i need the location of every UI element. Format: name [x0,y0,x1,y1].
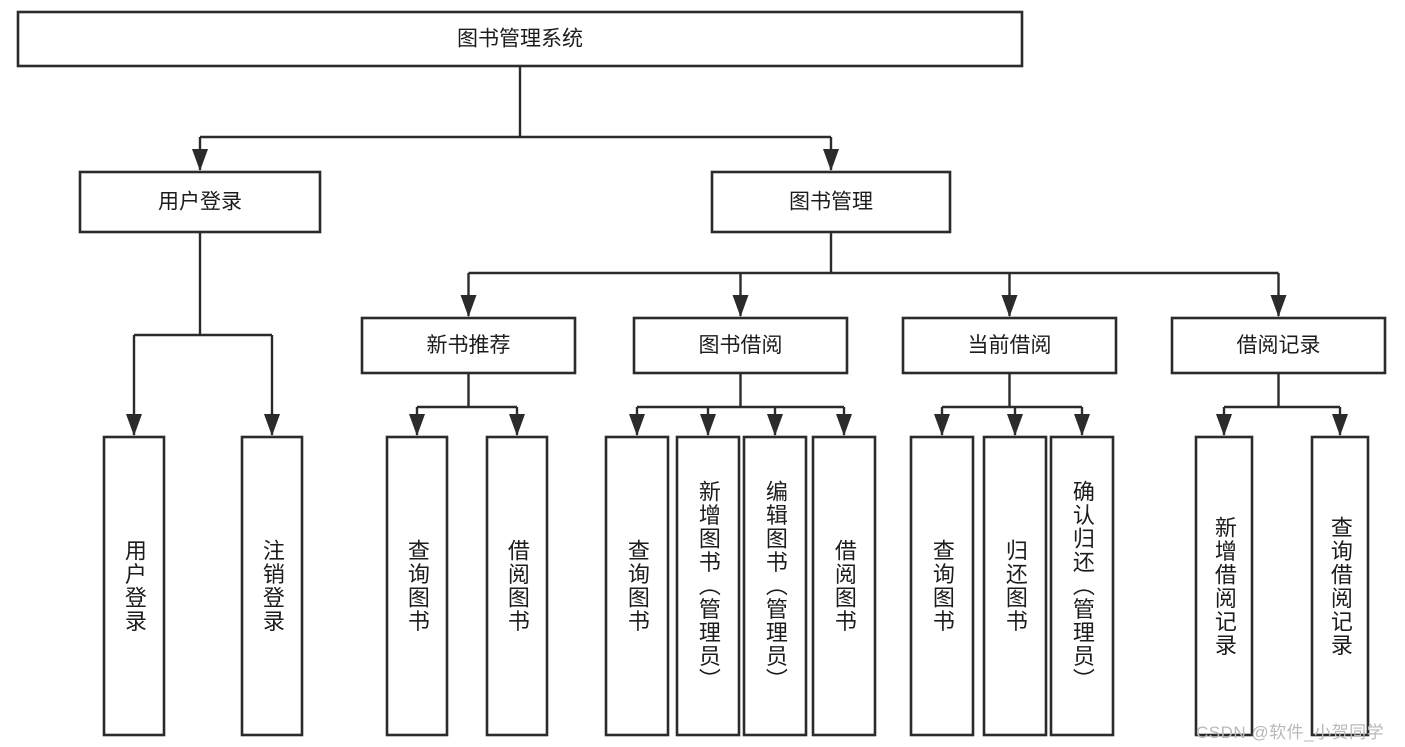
node-label-root: 图书管理系统 [457,28,583,51]
arrow-head-icon [732,295,749,317]
arrow-head-icon [1216,414,1232,436]
node-box-leaf-query-record[interactable] [1310,435,1370,737]
node-label-current-borrow: 当前借阅 [968,334,1052,357]
arrow-head-icon [460,295,477,317]
node-box-layer [16,10,1387,737]
node-label-borrow-record: 借阅记录 [1237,334,1321,357]
arrow-head-icon [1074,414,1090,436]
node-box-leaf-add-record[interactable] [1194,435,1254,737]
node-box-borrow-record[interactable] [1170,316,1387,375]
arrow-head-icon [1270,295,1287,317]
arrow-head-icon [192,149,208,171]
arrow-head-icon [767,414,783,436]
csdn-watermark: CSDN @软件_小贺同学 [1196,723,1385,742]
arrow-head-icon [836,414,852,436]
node-box-root[interactable] [16,10,1024,68]
node-box-leaf-query-book-cur[interactable] [909,435,975,737]
node-box-leaf-query-book-rec[interactable] [385,435,449,737]
node-box-leaf-borrow-book-rec[interactable] [485,435,549,737]
node-box-book-borrow[interactable] [632,316,849,375]
arrow-head-icon [264,414,280,436]
node-box-user-login[interactable] [78,170,322,234]
node-box-new-book-recommend[interactable] [360,316,577,375]
node-label-new-book-recommend: 新书推荐 [427,334,511,357]
arrow-head-icon [509,414,525,436]
node-box-leaf-query-book[interactable] [604,435,670,737]
node-box-leaf-add-book[interactable] [675,435,741,737]
node-box-leaf-borrow-book[interactable] [811,435,877,737]
arrow-head-icon [1007,414,1023,436]
node-box-book-manage[interactable] [710,170,952,234]
arrow-head-icon [629,414,645,436]
connector-layer [126,66,1348,436]
arrow-head-icon [1332,414,1348,436]
arrow-head-icon [934,414,950,436]
node-label-book-borrow: 图书借阅 [699,334,783,357]
arrow-head-icon [1001,295,1018,317]
node-box-leaf-user-login[interactable] [102,435,166,737]
arrow-head-icon [126,414,142,436]
node-box-leaf-edit-book[interactable] [742,435,808,737]
arrow-head-icon [700,414,716,436]
arrow-head-icon [409,414,425,436]
node-box-leaf-return-book[interactable] [982,435,1048,737]
node-box-leaf-logout[interactable] [240,435,304,737]
node-box-leaf-confirm-return[interactable] [1049,435,1115,737]
node-label-user-login: 用户登录 [158,191,242,214]
node-label-book-manage: 图书管理 [789,191,873,214]
arrow-head-icon [823,149,839,171]
node-box-current-borrow[interactable] [901,316,1118,375]
